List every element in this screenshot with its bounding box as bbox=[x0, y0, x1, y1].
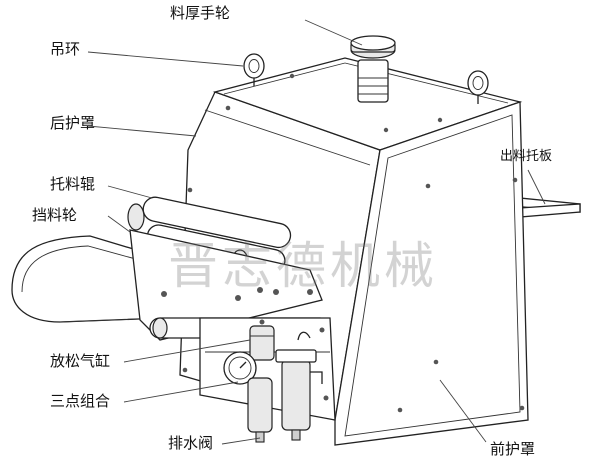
label-frl-unit: 三点组合 bbox=[50, 392, 111, 410]
label-rear-cover: 后护罩 bbox=[50, 114, 96, 132]
label-lifting-ring: 吊环 bbox=[50, 40, 81, 58]
label-support-roller: 托料辊 bbox=[50, 175, 96, 193]
label-outfeed-plate: 出料托板 bbox=[500, 149, 553, 164]
label-guide-wheel: 挡料轮 bbox=[32, 206, 78, 224]
handwheel bbox=[350, 35, 396, 103]
label-front-cover: 前护罩 bbox=[490, 440, 536, 458]
leader-lines bbox=[87, 19, 546, 445]
label-feed-handwheel: 料厚手轮 bbox=[170, 4, 231, 22]
lifting-rings bbox=[243, 53, 489, 104]
frl-unit bbox=[223, 331, 323, 443]
label-drain-valve: 排水阀 bbox=[168, 434, 214, 452]
label-release-cylinder: 放松气缸 bbox=[50, 352, 111, 370]
air-cylinder bbox=[249, 325, 275, 361]
front-cover bbox=[334, 101, 529, 446]
watermark-text: 晋志德机械 bbox=[168, 237, 438, 295]
